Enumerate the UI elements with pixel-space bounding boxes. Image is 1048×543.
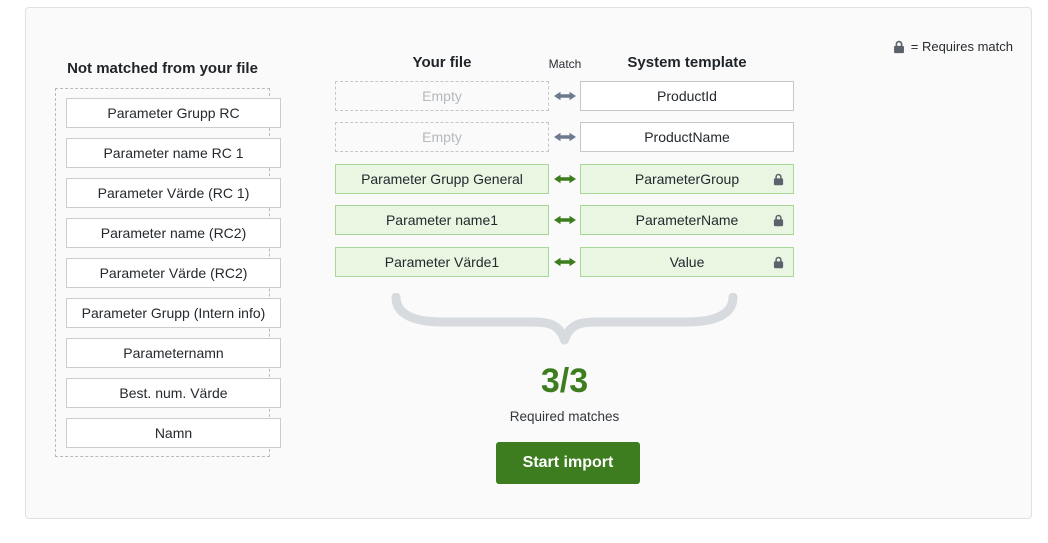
double-arrow-icon [554,91,576,101]
your-file-slot[interactable]: Parameter Grupp General [335,164,549,194]
file-column-chip[interactable]: Parameter Grupp RC [66,98,281,128]
double-arrow-icon [554,215,576,225]
system-field: Value [580,247,794,277]
your-file-slot[interactable]: Parameter Värde1 [335,247,549,277]
your-file-slot[interactable]: Parameter name1 [335,205,549,235]
unmatched-panel-title: Not matched from your file [67,60,258,77]
legend-text: = Requires match [910,39,1013,54]
your-file-header: Your file [412,54,472,71]
system-field-label: ParameterGroup [634,171,740,187]
system-field: ProductId [580,81,794,111]
system-field: ParameterName [580,205,794,235]
start-import-button[interactable]: Start import [496,442,640,484]
system-field-label: ProductName [644,129,730,145]
required-matches-count: 3/3 [540,362,589,400]
system-field-label: Value [669,254,705,270]
your-file-slot[interactable]: Empty [335,122,549,152]
system-template-header: System template [627,54,747,71]
lock-icon [893,40,905,54]
file-column-chip[interactable]: Parameter Grupp (Intern info) [66,298,281,328]
lock-icon [773,173,784,186]
import-card: = Requires match Not matched from your f… [25,7,1032,519]
double-arrow-icon [554,174,576,184]
system-field-label: ParameterName [635,212,739,228]
system-field: ProductName [580,122,794,152]
requires-match-legend: = Requires match [893,39,1013,54]
file-column-chip[interactable]: Namn [66,418,281,448]
file-column-chip[interactable]: Parameter Värde (RC2) [66,258,281,288]
file-column-chip[interactable]: Best. num. Värde [66,378,281,408]
required-matches-label: Required matches [509,409,620,424]
double-arrow-icon [554,132,576,142]
file-column-chip[interactable]: Parameternamn [66,338,281,368]
file-column-chip[interactable]: Parameter Värde (RC 1) [66,178,281,208]
double-arrow-icon [554,257,576,267]
your-file-slot[interactable]: Empty [335,81,549,111]
brace-decoration [391,292,738,346]
file-column-chip[interactable]: Parameter name (RC2) [66,218,281,248]
system-field: ParameterGroup [580,164,794,194]
lock-icon [773,214,784,227]
lock-icon [773,256,784,269]
match-header: Match [548,57,582,71]
file-column-chip[interactable]: Parameter name RC 1 [66,138,281,168]
system-field-label: ProductId [657,88,717,104]
